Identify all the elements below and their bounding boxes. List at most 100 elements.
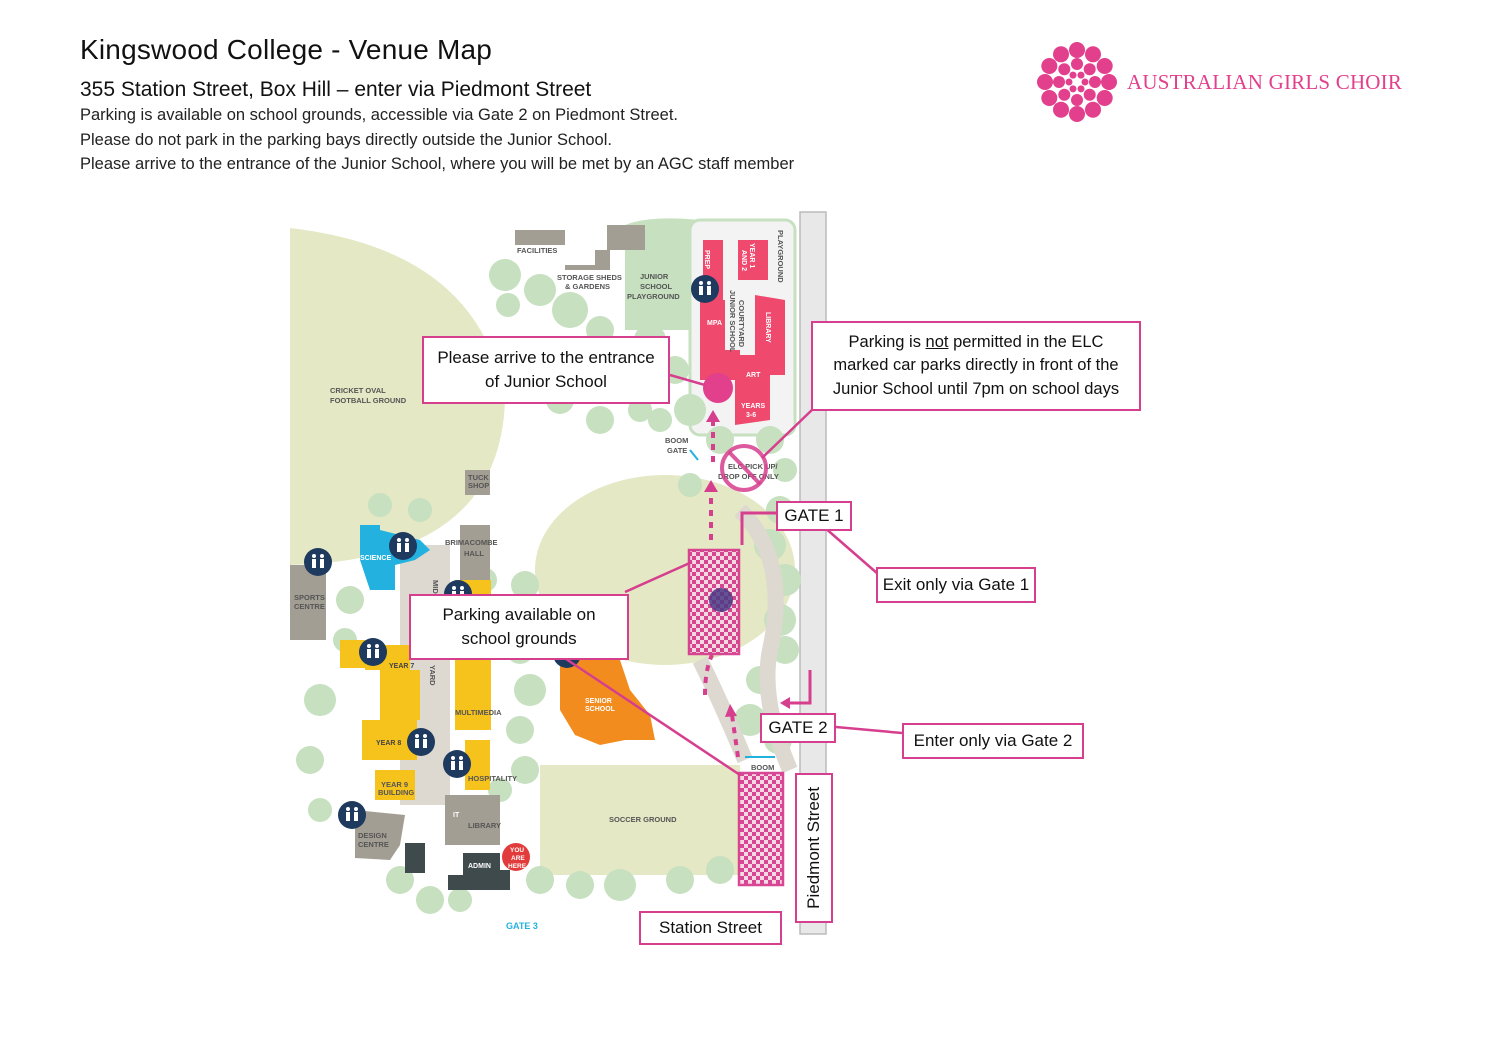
boom-gate-1 (689, 449, 699, 461)
label-facilities: FACILITIES (517, 246, 557, 255)
callout-piedmont-street: Piedmont Street (795, 773, 833, 923)
label-years36-2: 3-6 (746, 412, 756, 419)
callout-enter-gate2: Enter only via Gate 2 (902, 723, 1084, 759)
label-courtyard: YARD (428, 665, 437, 686)
page-title: Kingswood College - Venue Map (80, 34, 493, 65)
label-cricket-1: CRICKET OVAL (330, 386, 386, 395)
label-multimedia: MULTIMEDIA (455, 708, 502, 717)
map-labels-white: PREP YEAR 1 AND 2 LIBRARY MPA ART YEARS … (360, 243, 771, 870)
label-mpa: MPA (707, 320, 722, 327)
label-hospitality: HOSPITALITY (468, 774, 517, 783)
trees (296, 259, 801, 914)
label-design-1: DESIGN (358, 831, 387, 840)
middle-school-buildings (340, 580, 491, 800)
callout-no-parking: Parking is not permitted in the ELC mark… (811, 321, 1141, 411)
label-storage: STORAGE SHEDS (557, 273, 622, 282)
parking-area-gate2 (737, 771, 785, 887)
map-labels: FACILITIES STORAGE SHEDS & GARDENS JUNIO… (294, 230, 785, 849)
callout-no-parking-line1: Parking is not permitted in the ELC (848, 333, 1104, 352)
label-it: IT (453, 812, 460, 819)
label-boom1-1: BOOM (665, 436, 688, 445)
label-library: LIBRARY (468, 821, 501, 830)
callout-exit-gate1: Exit only via Gate 1 (876, 567, 1036, 603)
label-year8: YEAR 8 (376, 740, 401, 747)
arrive-point (703, 373, 733, 403)
dark-buildings (405, 843, 510, 890)
label-year12-1: YEAR 1 (748, 243, 755, 268)
restroom-icon (359, 638, 387, 666)
restroom-icon (443, 750, 471, 778)
callout-no-parking-line3: Junior School until 7pm on school days (832, 379, 1120, 398)
gate2-entry-arrow (784, 670, 812, 705)
label-playground: PLAYGROUND (776, 230, 785, 283)
info-line-parking: Parking is available on school grounds, … (80, 106, 679, 124)
label-sports-2: CENTRE (294, 602, 325, 611)
restroom-icon (407, 728, 435, 756)
label-elc-1: ELC PICK UP/ (728, 462, 779, 471)
label-year7: YEAR 7 (389, 663, 414, 670)
route-arrows (703, 420, 740, 758)
label-jsplay-2: SCHOOL (640, 282, 673, 291)
label-year9-1: YEAR 9 (381, 780, 408, 789)
callout-piedmont-label: Piedmont Street (804, 787, 824, 909)
address-subtitle: 355 Station Street, Box Hill – enter via… (80, 78, 592, 101)
label-years36-1: YEARS (741, 403, 765, 410)
no-parking-icon (720, 444, 768, 492)
label-design-2: CENTRE (358, 840, 389, 849)
gate1-exit-arrow (740, 511, 778, 545)
label-gate3: GATE 3 (506, 921, 538, 931)
label-senior-2: SCHOOL (585, 706, 616, 713)
label-jscourt-1: JUNIOR SCHOOL (728, 290, 737, 353)
callout-station-street: Station Street (639, 911, 782, 945)
senior-school-building (560, 660, 655, 745)
label-boom2: BOOM (751, 763, 774, 772)
label-library-js: LIBRARY (764, 312, 771, 343)
callout-connectors (562, 373, 903, 777)
svg-text:HERE: HERE (508, 863, 527, 870)
junior-school-buildings (700, 240, 785, 425)
restroom-icon (691, 275, 719, 303)
label-tuck-1: TUCK (468, 473, 489, 482)
walkway (692, 656, 753, 764)
callout-arrive-line2: of Junior School (485, 372, 607, 391)
restroom-icon (338, 801, 366, 829)
logo-text: AUSTRALIAN GIRLS CHOIR (1127, 70, 1403, 94)
label-art: ART (746, 372, 761, 379)
callout-arrive-line1: Please arrive to the entrance (437, 348, 655, 368)
info-line-arrive: Please arrive to the entrance of the Jun… (80, 155, 795, 173)
info-line-no-park: Please do not park in the parking bays d… (80, 131, 612, 149)
soccer-ground (540, 765, 740, 875)
callout-gate2: GATE 2 (760, 713, 836, 743)
route-arrowheads (704, 410, 737, 717)
label-cricket-2: FOOTBALL GROUND (330, 396, 407, 405)
svg-text:ARE: ARE (511, 855, 525, 862)
callout-arrive: Please arrive to the entrance of Junior … (422, 336, 670, 404)
label-tuck-2: SHOP (468, 481, 489, 490)
label-soccer: SOCCER GROUND (609, 815, 677, 824)
you-are-here-text: YOU ARE HERE (508, 847, 527, 870)
label-year12-2: AND 2 (740, 250, 747, 271)
svg-text:YOU: YOU (510, 847, 524, 854)
label-brima-1: BRIMACOMBE (445, 538, 498, 547)
grey-buildings (290, 225, 645, 860)
cricket-oval (290, 228, 505, 565)
callout-parking-line2: school grounds (461, 629, 577, 648)
label-boom1-2: GATE (667, 446, 687, 455)
callout-parking-line1: Parking available on (442, 605, 596, 625)
callout-gate1: GATE 1 (776, 501, 852, 531)
label-prep: PREP (703, 250, 710, 269)
label-storage-2: & GARDENS (565, 282, 610, 291)
callout-parking: Parking available on school grounds (409, 594, 629, 660)
parking-icon (709, 588, 733, 612)
label-jsplay-3: PLAYGROUND (627, 292, 680, 301)
callout-no-parking-line2: marked car parks directly in front of th… (833, 356, 1119, 375)
label-sports-1: SPORTS (294, 593, 325, 602)
restroom-icon (304, 548, 332, 576)
logo-flower-icon (1037, 42, 1117, 122)
label-jsplay-1: JUNIOR (640, 272, 669, 281)
label-senior-1: SENIOR (585, 698, 612, 705)
label-science: SCIENCE (360, 555, 391, 562)
label-brima-2: HALL (464, 549, 484, 558)
restroom-icon (389, 532, 417, 560)
